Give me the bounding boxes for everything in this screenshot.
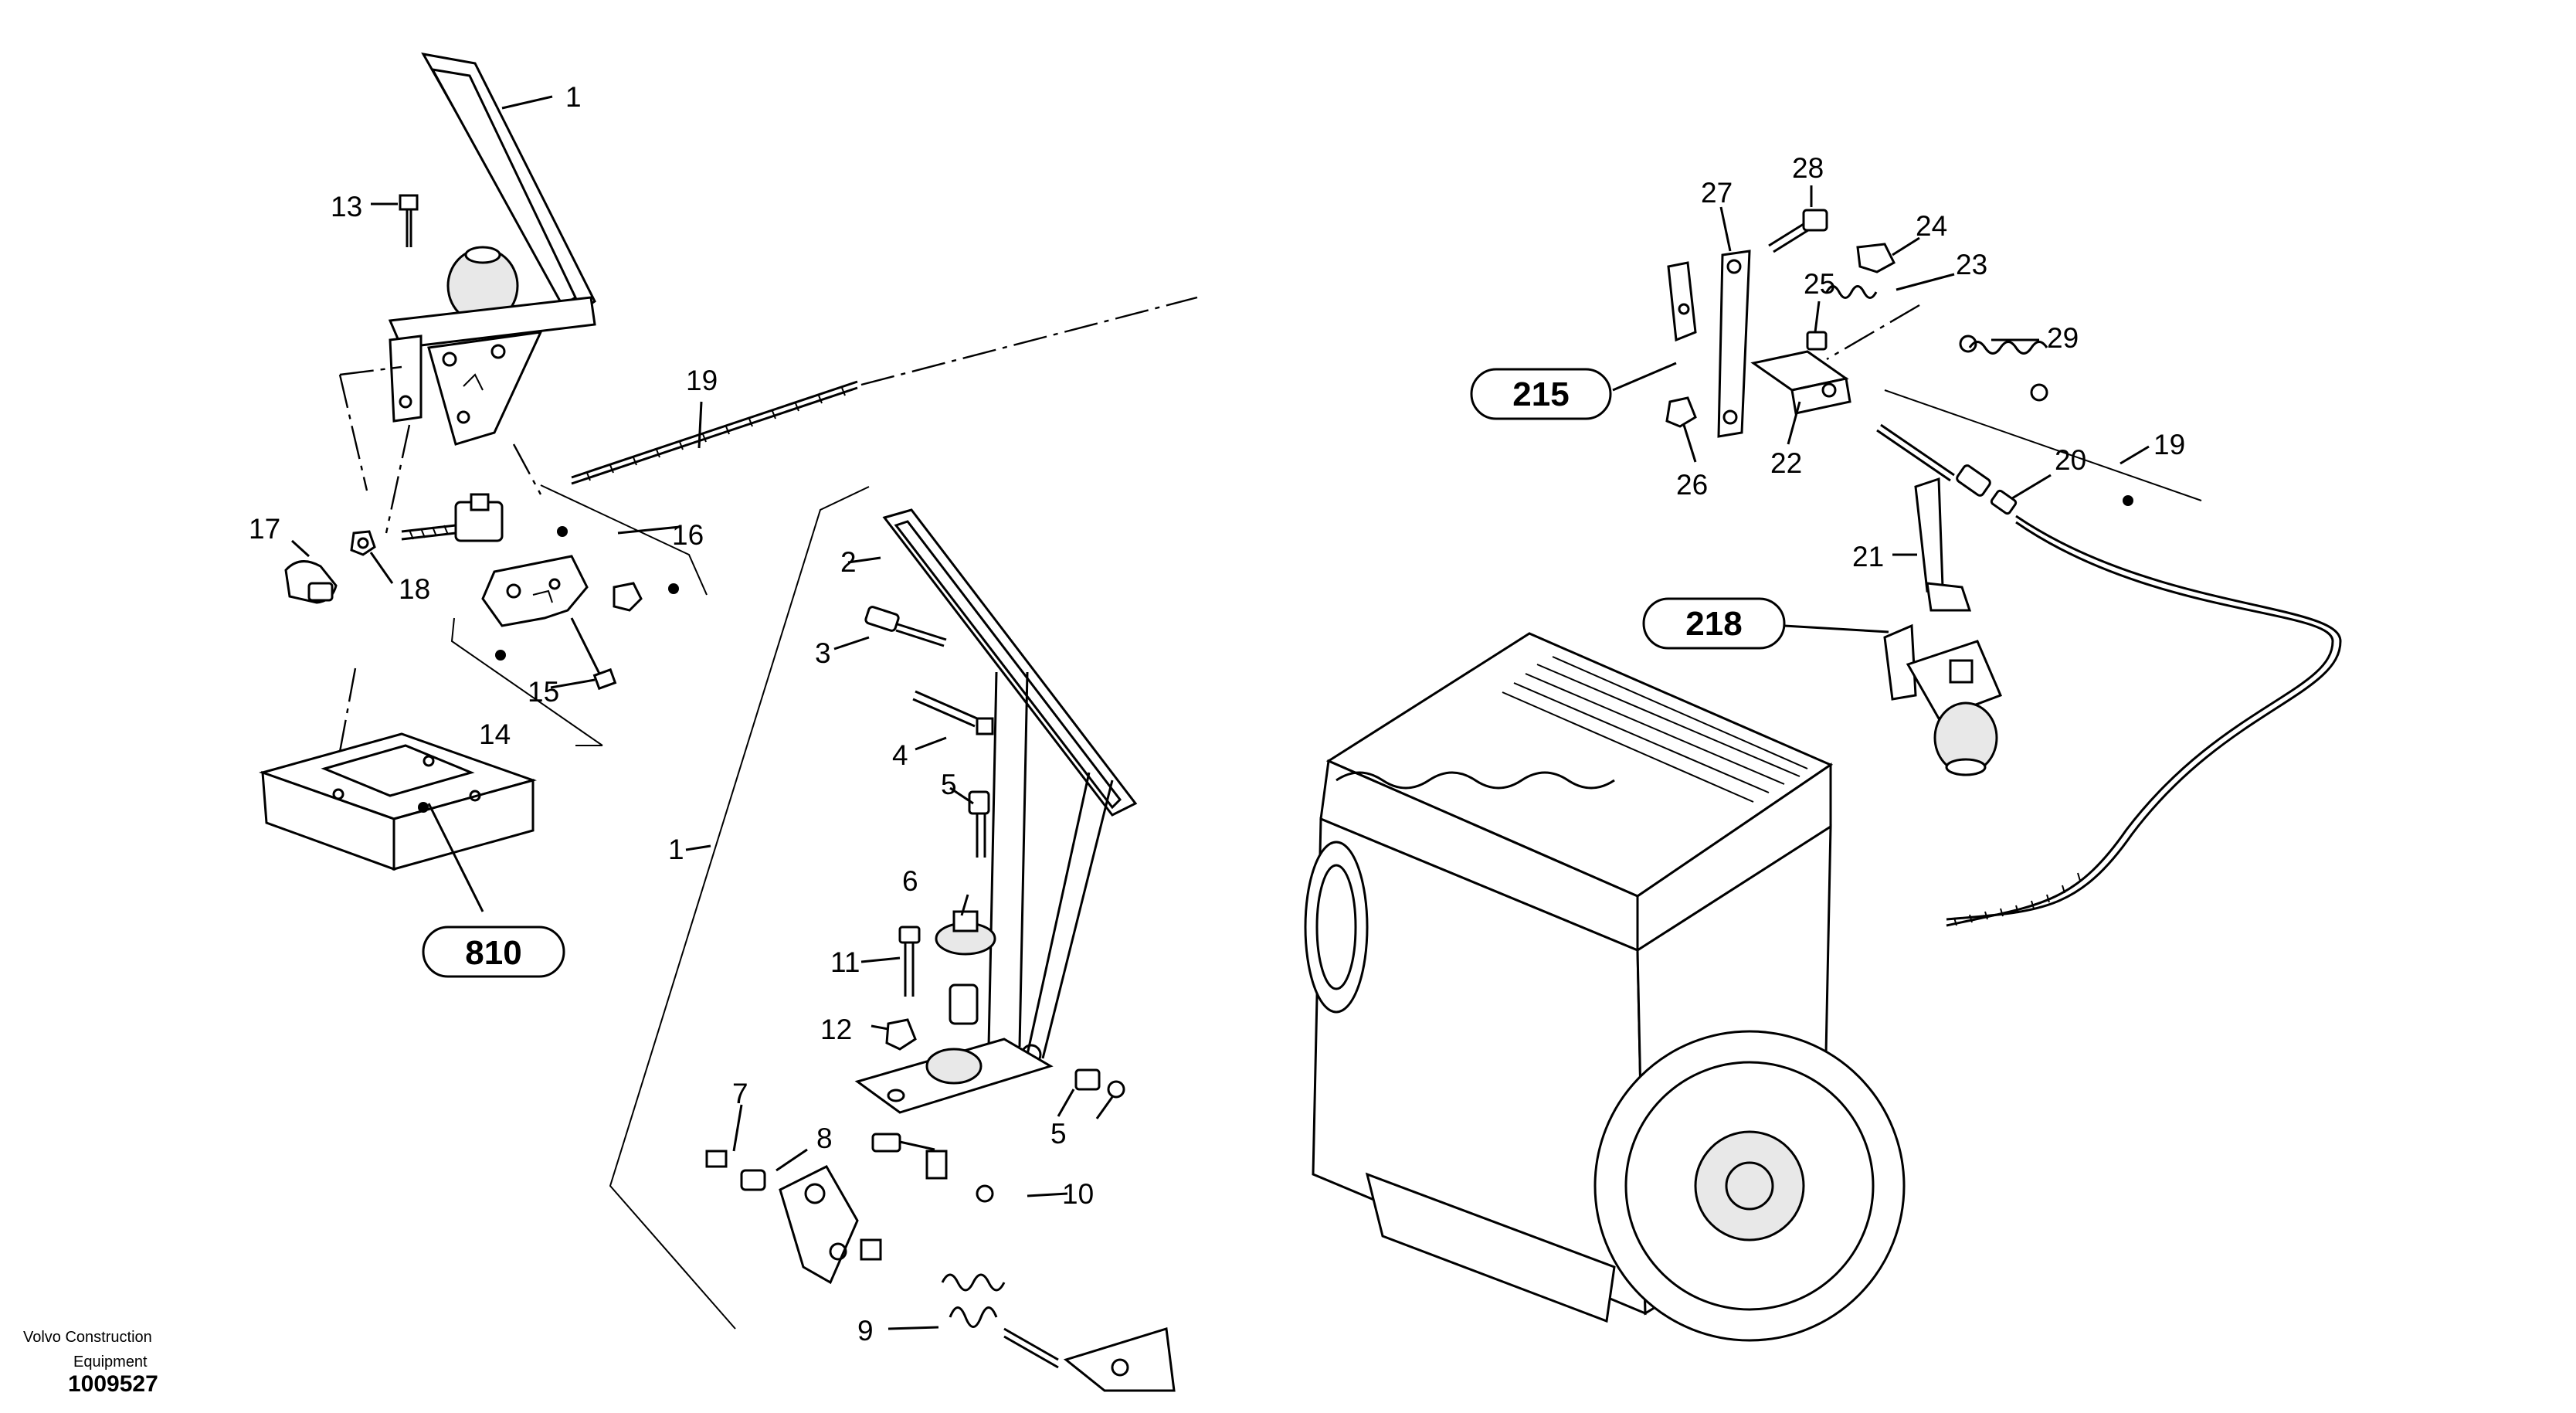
- callout-14: 14: [479, 718, 511, 750]
- callout-6: 6: [902, 865, 918, 897]
- reference-215-label: 215: [1512, 375, 1569, 413]
- reference-810-label: 810: [465, 934, 521, 972]
- callout-20: 20: [2055, 444, 2086, 476]
- linkage-right: [1665, 209, 2048, 776]
- callout-7: 7: [732, 1078, 748, 1109]
- reference-dots: [418, 495, 2133, 813]
- callout-5-upper: 5: [941, 769, 957, 800]
- callout-25: 25: [1804, 268, 1835, 300]
- callout-24: 24: [1916, 210, 1947, 242]
- callout-15: 15: [528, 676, 559, 708]
- callout-9: 9: [857, 1315, 874, 1347]
- callout-13: 13: [331, 191, 362, 222]
- callout-11: 11: [830, 946, 860, 978]
- callout-4: 4: [892, 739, 908, 771]
- callout-labels: 1 13 19 17 18 16 15 14 2 3 4 5 1 6 11 12…: [249, 81, 2185, 1347]
- callout-23: 23: [1956, 249, 1987, 280]
- credit-line1: Volvo Construction: [23, 1329, 152, 1346]
- callout-28: 28: [1792, 152, 1824, 184]
- leader-lines: [290, 95, 2150, 1330]
- reference-810: 810: [422, 926, 565, 978]
- callout-17: 17: [249, 513, 280, 545]
- callout-8: 8: [816, 1123, 833, 1154]
- reference-218-label: 218: [1685, 605, 1742, 643]
- credit-line2: Equipment: [73, 1354, 148, 1371]
- callout-2: 2: [840, 546, 857, 578]
- lower-bracket-spring: [705, 1150, 1176, 1392]
- reference-215: 215: [1470, 368, 1612, 420]
- callout-3: 3: [815, 637, 831, 669]
- pedal-assembly-left: [388, 52, 596, 446]
- callout-26: 26: [1676, 469, 1708, 501]
- callout-22: 22: [1770, 447, 1802, 479]
- callout-19-left: 19: [686, 365, 718, 396]
- throttle-cable-left: [571, 296, 1198, 485]
- callout-10: 10: [1062, 1178, 1094, 1210]
- drawing-id: 1009527: [68, 1371, 158, 1397]
- callout-1-center: 1: [668, 834, 684, 865]
- engine-block: [1304, 632, 1906, 1342]
- callout-21: 21: [1852, 541, 1884, 572]
- callout-1-top: 1: [565, 81, 582, 113]
- callout-5-lower: 5: [1050, 1118, 1067, 1150]
- reference-218: 218: [1642, 597, 1786, 650]
- callout-16: 16: [672, 519, 704, 551]
- clip-assembly: [284, 493, 643, 691]
- floor-block: [259, 732, 537, 871]
- callout-18: 18: [399, 573, 430, 605]
- throttle-cable-right: [1876, 389, 2342, 927]
- callout-19-right: 19: [2153, 429, 2185, 460]
- callout-29: 29: [2047, 322, 2079, 354]
- pedal-assembly-center: [854, 508, 1138, 1203]
- callout-27: 27: [1701, 177, 1733, 209]
- callout-12: 12: [820, 1014, 852, 1045]
